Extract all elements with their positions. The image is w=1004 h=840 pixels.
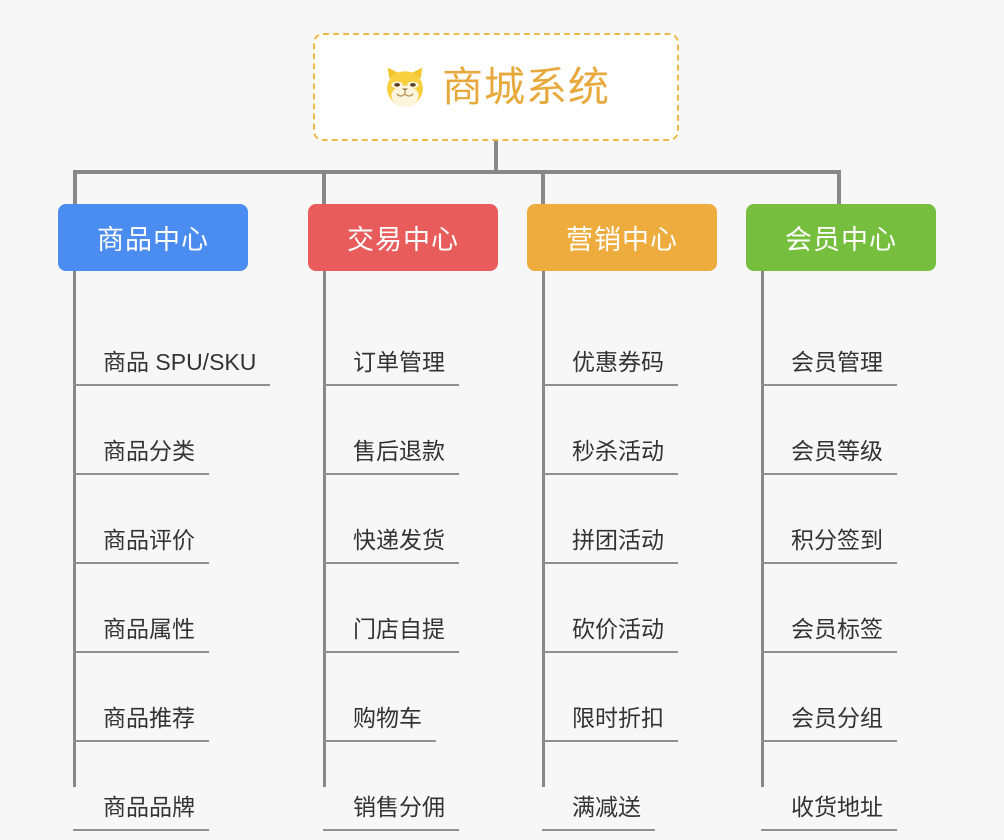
leaf-item[interactable]: 商品 SPU/SKU bbox=[58, 297, 271, 386]
leaf-item[interactable]: 订单管理 bbox=[308, 297, 498, 386]
leaf-item-label: 收货地址 bbox=[761, 793, 897, 831]
branch-column-member: 会员中心 会员管理 会员等级 积分签到 会员标签 会员分组 收货地址 bbox=[746, 204, 936, 831]
leaf-item[interactable]: 收货地址 bbox=[746, 742, 936, 831]
category-header-member[interactable]: 会员中心 bbox=[746, 204, 936, 271]
leaf-item[interactable]: 积分签到 bbox=[746, 475, 936, 564]
leaf-item-label: 购物车 bbox=[323, 704, 436, 742]
leaf-item-label: 砍价活动 bbox=[542, 615, 678, 653]
shiba-dog-icon bbox=[387, 67, 423, 108]
leaf-item[interactable]: 售后退款 bbox=[308, 386, 498, 475]
leaf-item-label: 销售分佣 bbox=[323, 793, 459, 831]
leaf-item-label: 会员管理 bbox=[761, 348, 897, 386]
leaf-item-label: 满减送 bbox=[542, 793, 655, 831]
leaf-item[interactable]: 购物车 bbox=[308, 653, 498, 742]
leaf-list-member: 会员管理 会员等级 积分签到 会员标签 会员分组 收货地址 bbox=[746, 271, 936, 831]
leaf-item-label: 拼团活动 bbox=[542, 526, 678, 564]
leaf-item-label: 会员分组 bbox=[761, 704, 897, 742]
leaf-item[interactable]: 商品评价 bbox=[58, 475, 248, 564]
leaf-item-label: 会员标签 bbox=[761, 615, 897, 653]
leaf-item-label: 商品评价 bbox=[73, 526, 209, 564]
leaf-item-label: 商品品牌 bbox=[73, 793, 209, 831]
leaf-item[interactable]: 会员等级 bbox=[746, 386, 936, 475]
leaf-item-label: 会员等级 bbox=[761, 437, 897, 475]
leaf-list-product: 商品 SPU/SKU 商品分类 商品评价 商品属性 商品推荐 商品品牌 bbox=[58, 271, 271, 831]
leaf-item-label: 限时折扣 bbox=[542, 704, 678, 742]
category-header-label: 营销中心 bbox=[566, 225, 678, 255]
leaf-item-label: 订单管理 bbox=[323, 348, 459, 386]
leaf-item[interactable]: 秒杀活动 bbox=[527, 386, 717, 475]
leaf-item-label: 门店自提 bbox=[323, 615, 459, 653]
category-header-trade[interactable]: 交易中心 bbox=[308, 204, 498, 271]
leaf-item-label: 商品属性 bbox=[73, 615, 209, 653]
leaf-item[interactable]: 满减送 bbox=[527, 742, 717, 831]
leaf-item[interactable]: 门店自提 bbox=[308, 564, 498, 653]
leaf-item[interactable]: 优惠券码 bbox=[527, 297, 717, 386]
root-node[interactable]: 商城系统 bbox=[313, 33, 679, 141]
leaf-item[interactable]: 会员标签 bbox=[746, 564, 936, 653]
leaf-item[interactable]: 商品属性 bbox=[58, 564, 248, 653]
leaf-item-label: 秒杀活动 bbox=[542, 437, 678, 475]
leaf-item[interactable]: 拼团活动 bbox=[527, 475, 717, 564]
leaf-item[interactable]: 商品分类 bbox=[58, 386, 248, 475]
leaf-item-label: 商品推荐 bbox=[73, 704, 209, 742]
leaf-item-label: 售后退款 bbox=[323, 437, 459, 475]
leaf-item-label: 商品分类 bbox=[73, 437, 209, 475]
category-header-product[interactable]: 商品中心 bbox=[58, 204, 248, 271]
leaf-item[interactable]: 销售分佣 bbox=[308, 742, 498, 831]
leaf-item[interactable]: 限时折扣 bbox=[527, 653, 717, 742]
branch-column-trade: 交易中心 订单管理 售后退款 快递发货 门店自提 购物车 销售分佣 bbox=[308, 204, 498, 831]
leaf-item-label: 优惠券码 bbox=[542, 348, 678, 386]
branch-column-marketing: 营销中心 优惠券码 秒杀活动 拼团活动 砍价活动 限时折扣 满减送 bbox=[527, 204, 717, 831]
leaf-item[interactable]: 会员管理 bbox=[746, 297, 936, 386]
leaf-item[interactable]: 商品品牌 bbox=[58, 742, 248, 831]
leaf-list-marketing: 优惠券码 秒杀活动 拼团活动 砍价活动 限时折扣 满减送 bbox=[527, 271, 717, 831]
leaf-item[interactable]: 快递发货 bbox=[308, 475, 498, 564]
leaf-item-label: 积分签到 bbox=[761, 526, 897, 564]
leaf-list-trade: 订单管理 售后退款 快递发货 门店自提 购物车 销售分佣 bbox=[308, 271, 498, 831]
leaf-item[interactable]: 会员分组 bbox=[746, 653, 936, 742]
branch-column-product: 商品中心 商品 SPU/SKU 商品分类 商品评价 商品属性 商品推荐 商品品牌 bbox=[58, 204, 271, 831]
root-title: 商城系统 bbox=[442, 63, 610, 110]
category-header-label: 会员中心 bbox=[785, 225, 897, 255]
leaf-item-label: 快递发货 bbox=[323, 526, 459, 564]
leaf-item[interactable]: 砍价活动 bbox=[527, 564, 717, 653]
category-header-label: 商品中心 bbox=[97, 225, 209, 255]
category-header-marketing[interactable]: 营销中心 bbox=[527, 204, 717, 271]
category-header-label: 交易中心 bbox=[347, 225, 459, 255]
leaf-item-label: 商品 SPU/SKU bbox=[73, 348, 271, 386]
leaf-item[interactable]: 商品推荐 bbox=[58, 653, 248, 742]
